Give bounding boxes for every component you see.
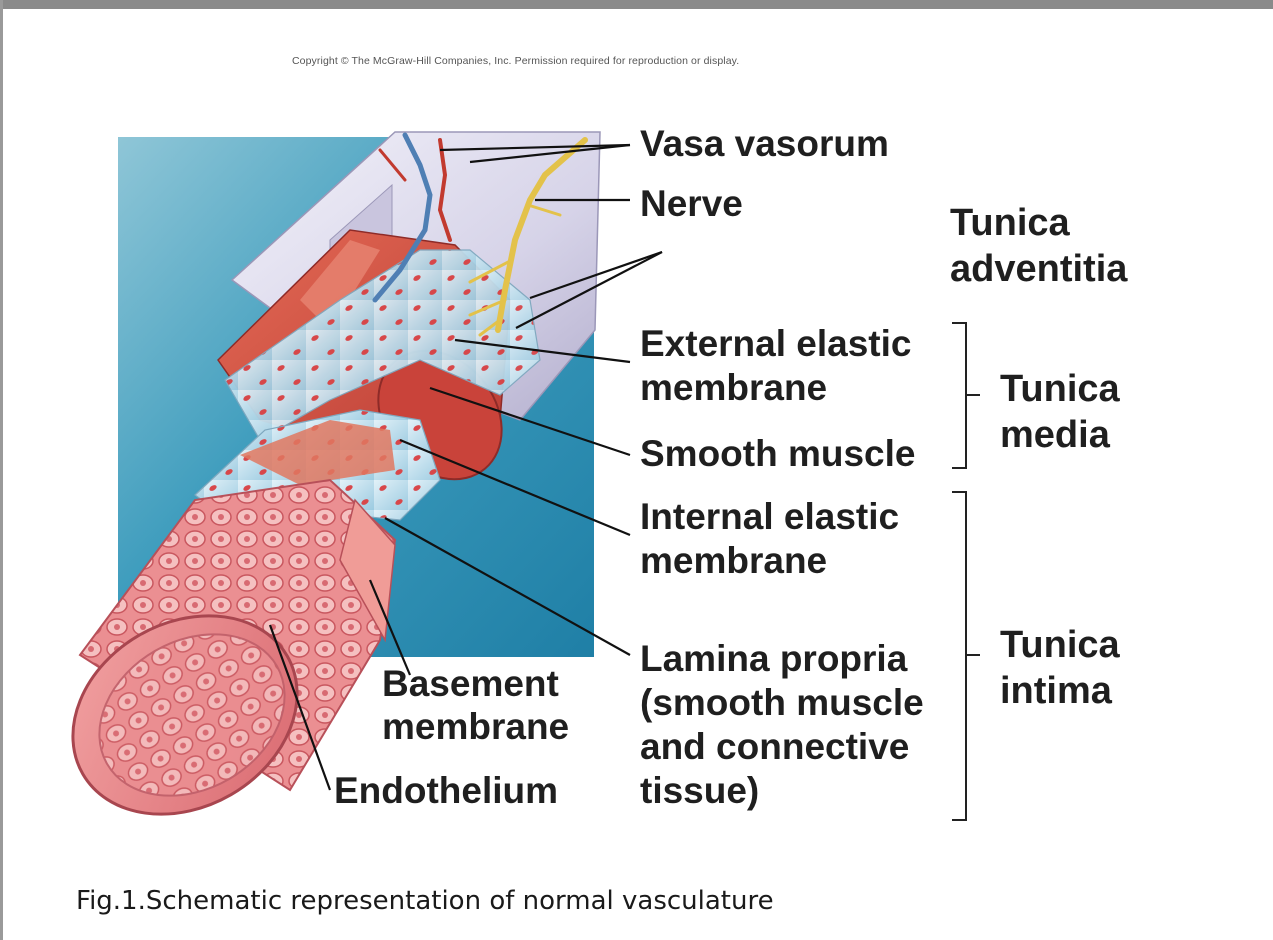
figure-caption: Fig.1.Schematic representation of normal…	[76, 886, 774, 916]
label-tunica-intima-line2: intima	[1000, 668, 1112, 714]
label-internal-elastic-line2: membrane	[640, 539, 827, 583]
label-vasa-vasorum: Vasa vasorum	[640, 122, 889, 166]
label-tunica-media-line1: Tunica	[1000, 366, 1120, 412]
label-tunica-intima-line1: Tunica	[1000, 622, 1120, 668]
label-tunica-adventitia-line2: adventitia	[950, 246, 1127, 292]
label-external-elastic-line2: membrane	[640, 366, 827, 410]
label-endothelium: Endothelium	[334, 769, 558, 813]
label-tunica-media-line2: media	[1000, 412, 1110, 458]
tunica-intima-bracket	[952, 492, 980, 820]
label-lamina-propria-line2: (smooth muscle	[640, 681, 924, 725]
label-lamina-propria-line1: Lamina propria	[640, 637, 907, 681]
label-basement-line2: membrane	[382, 705, 569, 749]
label-basement-line1: Basement	[382, 662, 559, 706]
label-lamina-propria-line3: and connective	[640, 725, 909, 769]
label-external-elastic-line1: External elastic	[640, 322, 911, 366]
label-lamina-propria-line4: tissue)	[640, 769, 759, 813]
label-internal-elastic-line1: Internal elastic	[640, 495, 899, 539]
label-tunica-adventitia-line1: Tunica	[950, 200, 1070, 246]
label-nerve: Nerve	[640, 182, 743, 226]
tunica-media-bracket	[952, 323, 980, 468]
label-smooth-muscle: Smooth muscle	[640, 432, 916, 476]
